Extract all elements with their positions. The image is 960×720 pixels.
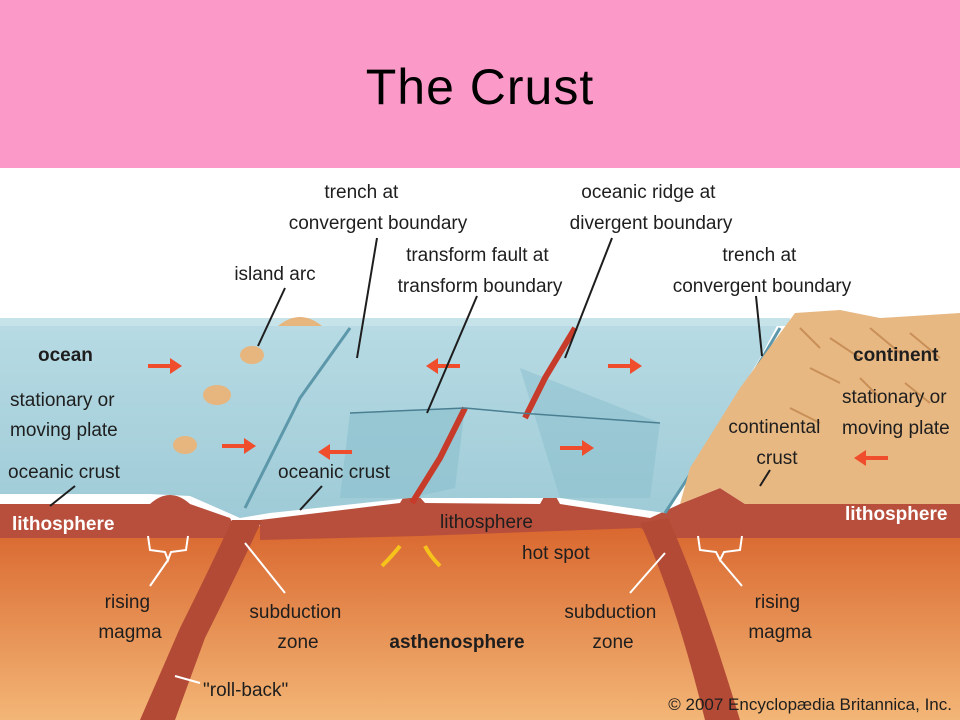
lithosphere-layer — [260, 486, 960, 540]
leader-rising-magma-left — [149, 559, 169, 587]
ridge-magma — [409, 406, 468, 505]
plate-motion-arrow — [318, 444, 352, 460]
leader-continental-crust — [759, 469, 771, 487]
leader-trench-right — [755, 295, 763, 357]
leader-transform — [426, 295, 478, 414]
plate-motion-arrow — [608, 358, 642, 374]
slide-title: The Crust — [365, 59, 595, 115]
ocean-surface — [0, 318, 790, 326]
label-oceanic-crust-left: oceanic crust — [8, 462, 121, 483]
label-subduction-left: subduction zone — [249, 602, 346, 653]
leader-oceanic-crust-center — [299, 485, 323, 511]
title-bar: The Crust — [0, 0, 960, 168]
seamount — [240, 346, 264, 364]
label-roll-back: "roll-back" — [203, 680, 288, 701]
label-ocean: ocean — [38, 345, 93, 366]
magma-up-arrow — [380, 544, 402, 568]
subducting-slab-right — [640, 518, 740, 720]
leader-rising-magma-right — [719, 559, 743, 587]
label-stationary-left: stationary or moving plate — [10, 390, 120, 441]
seamount — [173, 436, 197, 454]
label-rising-magma-right: rising magma — [748, 592, 812, 643]
label-transform: transform fault at transform boundary — [398, 245, 563, 297]
seamount — [203, 385, 231, 405]
label-lithosphere-right: lithosphere — [845, 504, 947, 525]
label-hot-spot: hot spot — [522, 543, 590, 564]
label-continental-crust: continental crust — [728, 417, 825, 469]
plate-motion-arrow — [222, 438, 256, 454]
transform-fault-line — [349, 407, 661, 424]
ridge-magma — [522, 326, 578, 420]
leader-subduction-right — [629, 552, 666, 594]
oceanic-plate-block — [520, 368, 660, 498]
label-subduction-right: subduction zone — [564, 602, 661, 653]
label-continent: continent — [853, 345, 939, 366]
copyright-notice: © 2007 Encyclopædia Britannica, Inc. — [668, 695, 952, 714]
label-island-arc: island arc — [234, 264, 315, 285]
magma-up-arrow — [423, 545, 442, 568]
label-asthenosphere: asthenosphere — [389, 632, 524, 653]
lithosphere-layer — [0, 495, 240, 538]
label-lithosphere-center: lithosphere — [440, 512, 533, 533]
label-trench-right: trench at convergent boundary — [673, 245, 852, 297]
plate-motion-arrow — [854, 450, 888, 466]
plate-motion-arrow — [426, 358, 460, 374]
leader-oceanic-crust-left — [49, 485, 76, 507]
plate-motion-arrow — [148, 358, 182, 374]
leader-roll-back — [174, 675, 201, 684]
label-stationary-right: stationary or moving plate — [842, 387, 952, 439]
label-ridge: oceanic ridge at divergent boundary — [570, 182, 733, 234]
subducting-slab-left — [140, 520, 262, 720]
trench-left — [243, 327, 352, 509]
label-rising-magma-left: rising magma — [98, 592, 162, 643]
plate-motion-arrow — [560, 440, 594, 456]
label-lithosphere-left: lithosphere — [12, 514, 114, 535]
continent-block — [680, 310, 960, 504]
island-arc — [278, 317, 322, 326]
continent-texture — [789, 327, 941, 424]
label-oceanic-crust-center: oceanic crust — [278, 462, 391, 483]
label-trench-left: trench at convergent boundary — [289, 182, 468, 234]
leader-island-arc — [257, 287, 286, 347]
leader-trench-left — [356, 237, 378, 359]
leader-ridge — [564, 237, 613, 359]
plate-tectonics-diagram: trench at convergent boundary oceanic ri… — [0, 182, 960, 720]
oceanic-plate-block — [340, 408, 465, 498]
leader-subduction-left — [244, 542, 286, 594]
